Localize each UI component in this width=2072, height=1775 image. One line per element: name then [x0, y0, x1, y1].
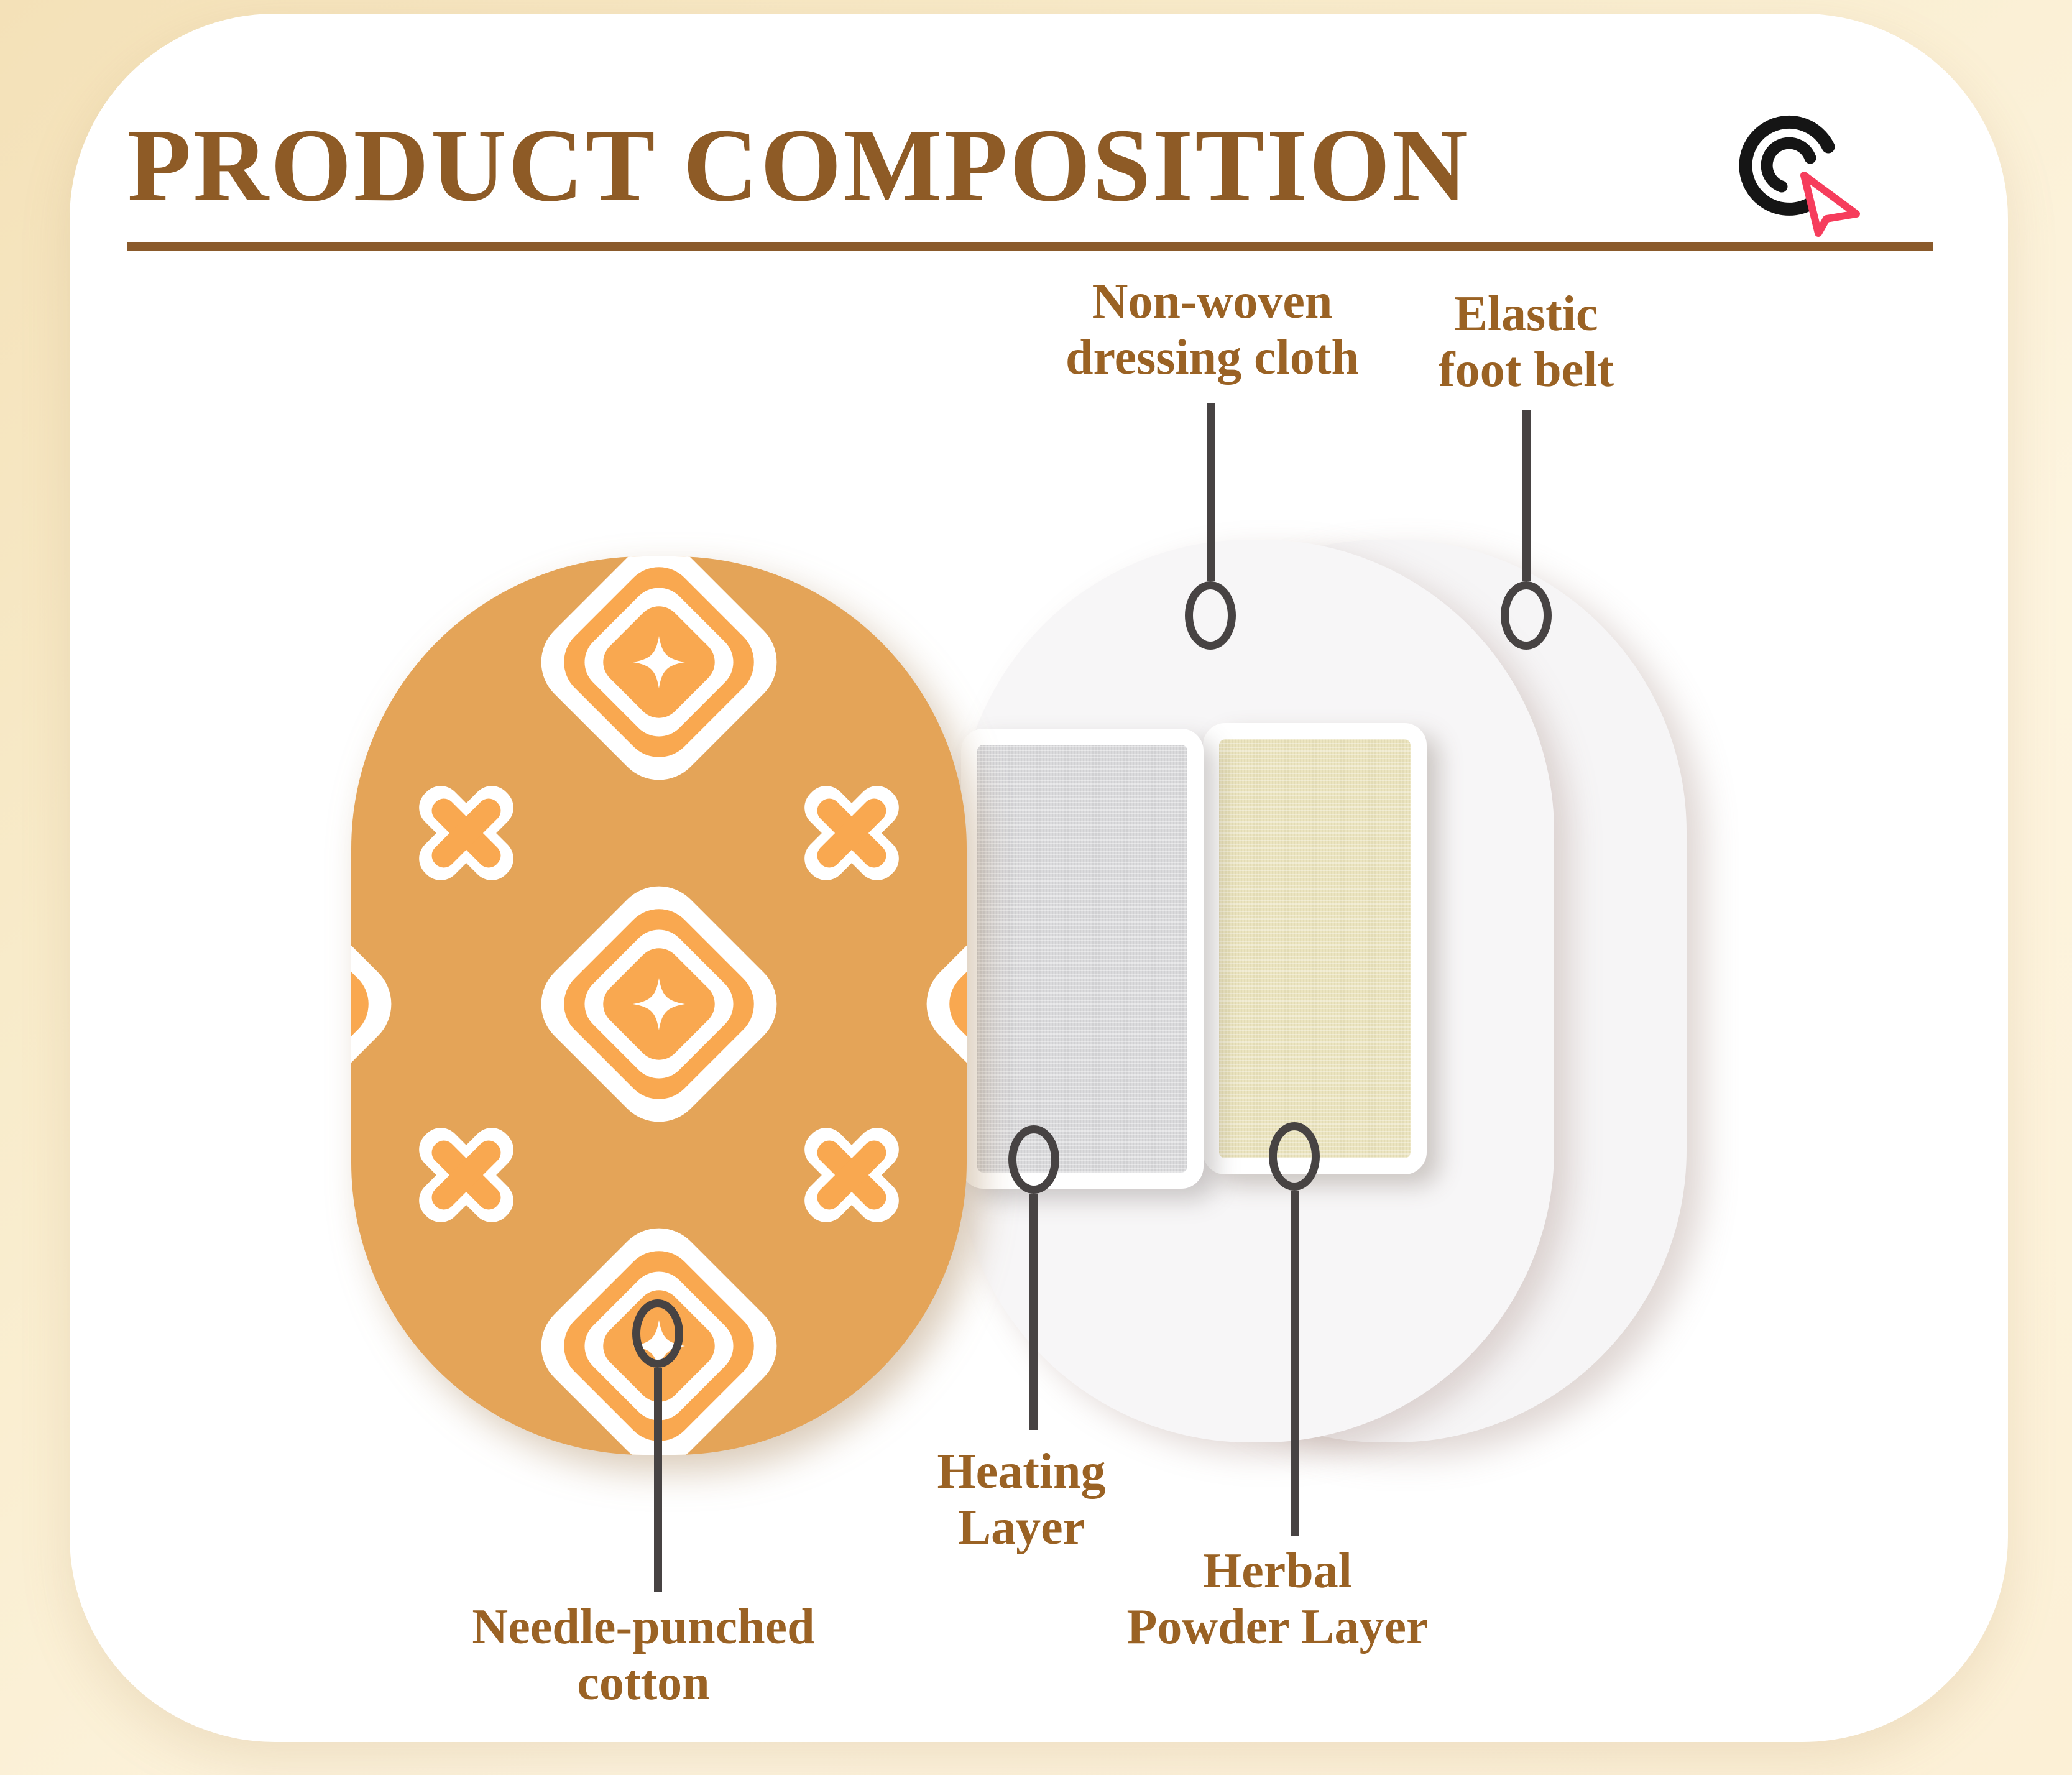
label-line: Elastic	[1454, 287, 1598, 341]
title-underline	[127, 242, 1933, 251]
label-line: foot belt	[1438, 343, 1614, 398]
herbal-powder-layer-swatch	[1203, 723, 1427, 1174]
callout-circle-herbal	[1269, 1122, 1320, 1191]
callout-circle-needle-cotton	[632, 1299, 683, 1368]
callout-line-herbal	[1291, 1191, 1299, 1536]
label-line: cotton	[577, 1656, 710, 1711]
label-non-woven-dressing-cloth: Non-woven dressing cloth	[932, 274, 1492, 386]
callout-line-elastic	[1522, 410, 1531, 581]
label-line: Herbal	[1203, 1544, 1352, 1598]
label-herbal-powder-layer: Herbal Powder Layer	[998, 1543, 1557, 1656]
page-title: PRODUCT COMPOSITION	[127, 108, 1470, 223]
label-line: Needle-punched	[472, 1600, 815, 1654]
heating-layer-swatch	[961, 729, 1204, 1189]
target-cursor-click-logo-icon	[1739, 115, 1860, 237]
label-heating-layer: Heating Layer	[835, 1444, 1208, 1556]
label-line: Powder Layer	[1126, 1600, 1429, 1655]
callout-line-heating	[1029, 1194, 1038, 1430]
label-line: Non-woven	[1092, 274, 1333, 329]
label-line: Layer	[957, 1500, 1085, 1556]
callout-circle-non-woven	[1185, 581, 1236, 650]
callout-circle-elastic	[1501, 581, 1552, 650]
callout-line-non-woven	[1207, 403, 1215, 581]
label-elastic-foot-belt: Elastic foot belt	[1309, 286, 1744, 399]
callout-line-needle-cotton	[654, 1368, 662, 1592]
label-needle-punched-cotton: Needle-punched cotton	[364, 1599, 923, 1712]
label-line: dressing cloth	[1066, 330, 1359, 385]
callout-circle-heating	[1008, 1125, 1059, 1194]
label-line: Heating	[937, 1444, 1106, 1499]
